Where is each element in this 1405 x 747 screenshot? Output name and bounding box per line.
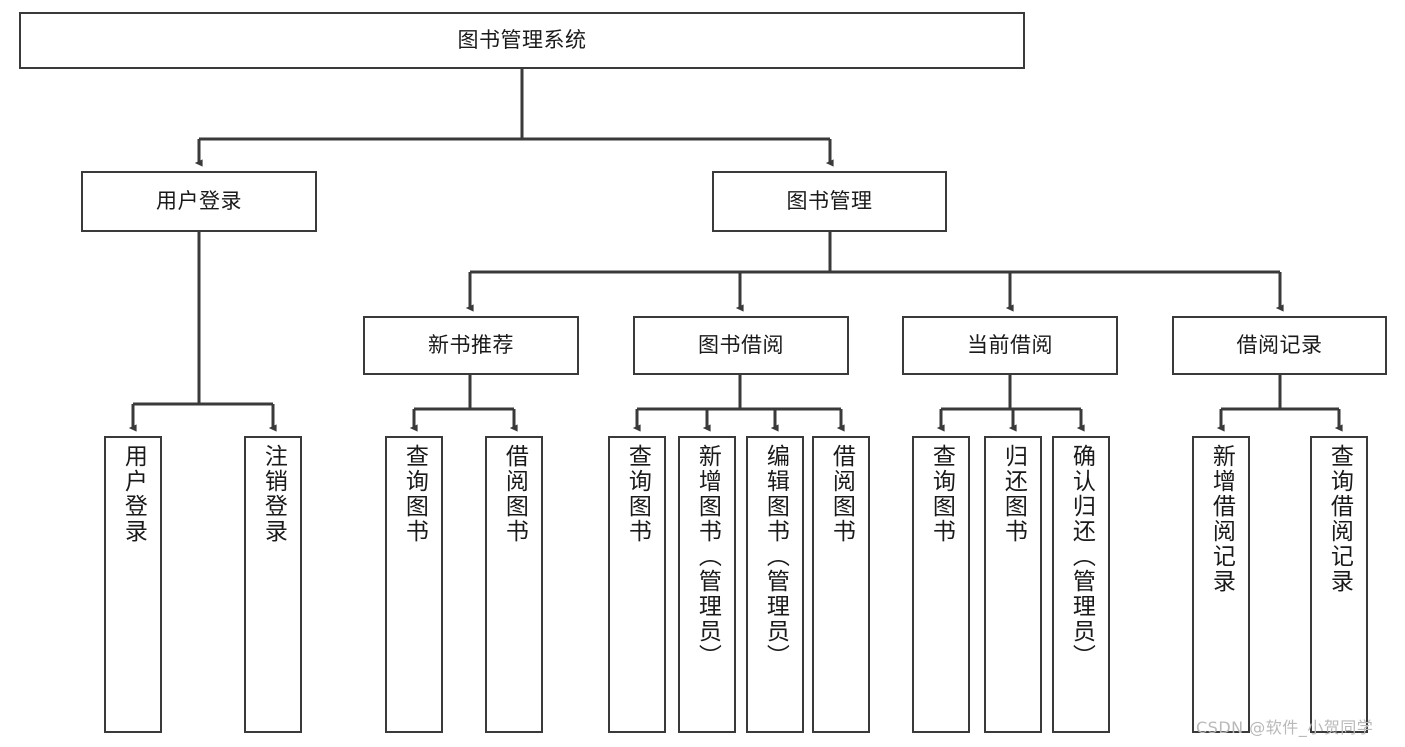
leaf-query-book-1-label: 查询图书 (401, 444, 428, 544)
leaf-confirm-return[interactable]: 确认归还（管理员） (1052, 436, 1110, 733)
leaf-borrow-book-2[interactable]: 借阅图书 (812, 436, 870, 733)
node-new-book-recommend[interactable]: 新书推荐 (363, 316, 579, 375)
leaf-add-book-label: 新增图书（管理员） (694, 444, 721, 669)
node-book-borrow[interactable]: 图书借阅 (633, 316, 849, 375)
node-root[interactable]: 图书管理系统 (19, 12, 1025, 69)
leaf-confirm-return-label: 确认归还（管理员） (1068, 444, 1095, 669)
leaf-borrow-book-1[interactable]: 借阅图书 (485, 436, 543, 733)
node-root-label: 图书管理系统 (457, 28, 587, 53)
leaf-query-borrow-record-label: 查询借阅记录 (1326, 444, 1353, 594)
leaf-query-book-1[interactable]: 查询图书 (385, 436, 443, 733)
node-current-borrow-label: 当前借阅 (967, 333, 1053, 358)
leaf-add-book[interactable]: 新增图书（管理员） (678, 436, 736, 733)
leaf-query-book-3[interactable]: 查询图书 (912, 436, 970, 733)
leaf-query-book-2[interactable]: 查询图书 (608, 436, 666, 733)
leaf-edit-book[interactable]: 编辑图书（管理员） (746, 436, 804, 733)
leaf-borrow-book-1-label: 借阅图书 (501, 444, 528, 544)
node-borrow-record[interactable]: 借阅记录 (1172, 316, 1387, 375)
node-current-borrow[interactable]: 当前借阅 (902, 316, 1118, 375)
leaf-query-book-2-label: 查询图书 (624, 444, 651, 544)
leaf-borrow-book-2-label: 借阅图书 (828, 444, 855, 544)
leaf-query-book-3-label: 查询图书 (928, 444, 955, 544)
leaf-edit-book-label: 编辑图书（管理员） (762, 444, 789, 669)
node-book-borrow-label: 图书借阅 (698, 333, 784, 358)
leaf-return-book[interactable]: 归还图书 (984, 436, 1042, 733)
node-user-login-label: 用户登录 (156, 189, 242, 214)
node-book-management-label: 图书管理 (786, 189, 873, 214)
csdn-watermark: CSDN @软件_小贺同学 (1196, 718, 1374, 737)
node-new-book-recommend-label: 新书推荐 (428, 333, 514, 358)
node-user-login[interactable]: 用户登录 (81, 171, 317, 232)
node-book-management[interactable]: 图书管理 (712, 171, 947, 232)
leaf-query-borrow-record[interactable]: 查询借阅记录 (1310, 436, 1368, 733)
leaf-logout-login-label: 注销登录 (260, 444, 287, 544)
leaf-add-borrow-record-label: 新增借阅记录 (1208, 444, 1235, 594)
leaf-logout-login[interactable]: 注销登录 (244, 436, 302, 733)
node-borrow-record-label: 借阅记录 (1236, 333, 1323, 358)
leaf-return-book-label: 归还图书 (1000, 444, 1027, 544)
leaf-user-login-label: 用户登录 (120, 444, 147, 544)
leaf-user-login[interactable]: 用户登录 (104, 436, 162, 733)
leaf-add-borrow-record[interactable]: 新增借阅记录 (1192, 436, 1250, 733)
